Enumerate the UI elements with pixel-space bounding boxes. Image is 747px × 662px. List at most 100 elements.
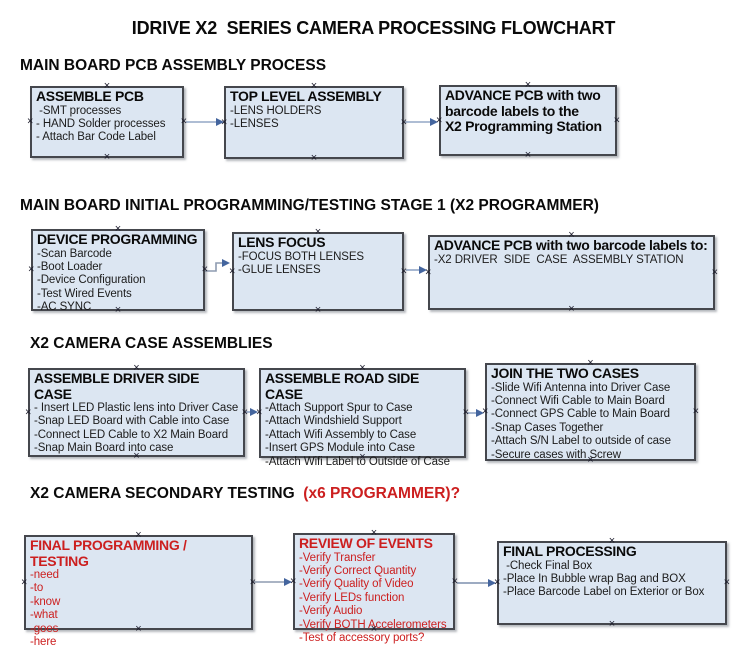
section-header-x2-camera-case-assemblies: X2 CAMERA CASE ASSEMBLIES: [30, 335, 273, 353]
connection-handle-icon[interactable]: ×: [568, 303, 575, 315]
box-title: ASSEMBLE PCB: [36, 88, 144, 104]
section-header-main-board-pcb-assembly-process: MAIN BOARD PCB ASSEMBLY PROCESS: [20, 57, 326, 75]
box-title: FINAL PROCESSING: [503, 543, 637, 559]
box-item: - HAND Solder processes: [36, 117, 166, 130]
connection-handle-icon[interactable]: ×: [692, 405, 699, 418]
connection-handle-icon[interactable]: ×: [103, 151, 111, 163]
flow-box-advance-pcb-with-two[interactable]: ADVANCE PCB with two barcode labels to t…: [436, 80, 620, 161]
box-title: LENS FOCUS: [238, 234, 326, 250]
box-item: -X2 DRIVER SIDE CASE ASSEMBLY STATION: [434, 253, 684, 266]
connection-handle-icon[interactable]: ×: [436, 114, 443, 126]
connection-handle-icon[interactable]: ×: [482, 405, 489, 418]
flow-connector: [205, 259, 230, 272]
connection-handle-icon[interactable]: ×: [290, 575, 297, 587]
flow-box-assemble-pcb[interactable]: ASSEMBLE PCB -SMT processes- HAND Solder…: [27, 81, 187, 163]
box-item: -Insert GPS Module into Case: [265, 442, 415, 455]
flow-box-lens-focus[interactable]: LENS FOCUS-FOCUS BOTH LENSES-GLUE LENSES…: [229, 227, 407, 316]
box-item: -Connect GPS Cable to Main Board: [491, 408, 670, 421]
box-item: -Place In Bubble wrap Bag and BOX: [503, 572, 686, 585]
connection-handle-icon[interactable]: ×: [425, 266, 432, 278]
flow-connector: [405, 118, 438, 126]
box-item: -what: [30, 609, 58, 622]
box-title: REVIEW OF EVENTS: [299, 535, 433, 551]
connection-handle-icon[interactable]: ×: [249, 576, 256, 588]
section-header-main-board-initial-programming-testing-s: MAIN BOARD INITIAL PROGRAMMING/TESTING S…: [20, 197, 599, 215]
connection-handle-icon[interactable]: ×: [608, 618, 616, 630]
box-item: -Snap Main Board into case: [34, 442, 174, 455]
box-item: -Connect LED Cable to X2 Main Board: [34, 428, 229, 441]
connection-handle-icon[interactable]: ×: [524, 149, 532, 161]
box-item: -Verify Correct Quantity: [299, 564, 417, 577]
box-item: -AC SYNC: [37, 301, 92, 314]
box-item: -Verify LEDs function: [299, 591, 405, 604]
connection-handle-icon[interactable]: ×: [462, 406, 469, 419]
box-item: -Test Wired Events: [37, 287, 132, 300]
flow-connector: [457, 579, 496, 587]
box-item: -Attach Wifi Assembly to Case: [265, 428, 417, 441]
flow-box-device-programming[interactable]: DEVICE PROGRAMMING-Scan Barcode-Boot Loa…: [28, 224, 208, 316]
connection-handle-icon[interactable]: ×: [241, 406, 248, 418]
flow-box-final-processing[interactable]: FINAL PROCESSING -Check Final Box-Place …: [494, 536, 730, 630]
flow-box-assemble-driver-side-case[interactable]: ASSEMBLE DRIVER SIDE CASE- Insert LED Pl…: [25, 363, 248, 462]
box-item: -goes: [30, 622, 59, 635]
box-item: -Scan Barcode: [37, 247, 112, 260]
connection-handle-icon[interactable]: ×: [180, 115, 187, 128]
connection-handle-icon[interactable]: ×: [400, 116, 407, 128]
connection-handle-icon[interactable]: ×: [494, 576, 501, 589]
box-item: -need: [30, 569, 59, 581]
connection-handle-icon[interactable]: ×: [451, 575, 458, 587]
connection-handle-icon[interactable]: ×: [201, 263, 208, 276]
connection-handle-icon[interactable]: ×: [27, 115, 34, 128]
section-header-text: X2 CAMERA SECONDARY TESTING: [30, 485, 299, 502]
box-item: -Device Configuration: [37, 274, 146, 287]
flow-box-advance-pcb-with-two-barcode-labels-to[interactable]: ADVANCE PCB with two barcode labels to:-…: [425, 230, 718, 315]
connection-handle-icon[interactable]: ×: [21, 576, 28, 588]
connection-handle-icon[interactable]: ×: [314, 304, 322, 316]
box-item: - Insert LED Plastic lens into Driver Ca…: [34, 402, 239, 414]
flow-box-join-the-two-cases[interactable]: JOIN THE TWO CASES-Slide Wifi Antenna in…: [482, 358, 699, 466]
connection-handle-icon[interactable]: ×: [25, 406, 32, 418]
arrowhead-icon: [216, 118, 224, 126]
flow-connector: [246, 408, 258, 416]
section-header-x2-camera-secondary-testing: X2 CAMERA SECONDARY TESTING (x6 PROGRAMM…: [30, 485, 460, 503]
flow-box-assemble-road-side-case[interactable]: ASSEMBLE ROAD SIDE CASE-Attach Support S…: [256, 363, 469, 468]
arrowhead-icon: [284, 578, 292, 586]
arrowhead-icon: [250, 408, 258, 416]
flow-box-review-of-events[interactable]: REVIEW OF EVENTS-Verify Transfer-Verify …: [290, 528, 458, 644]
box-item: -Snap Cases Together: [491, 421, 604, 434]
flow-connector: [406, 266, 427, 274]
box-title: JOIN THE TWO CASES: [491, 365, 639, 381]
box-item: -Test of accessory ports?: [299, 631, 425, 644]
box-item: -Attach S/N Label to outside of case: [491, 435, 671, 448]
connection-handle-icon[interactable]: ×: [229, 265, 236, 277]
connection-handle-icon[interactable]: ×: [221, 116, 228, 128]
box-item: -Verify Audio: [299, 605, 363, 618]
connection-handle-icon[interactable]: ×: [28, 263, 35, 276]
box-title: ASSEMBLE DRIVER SIDE CASE: [34, 370, 200, 402]
box-item: -GLUE LENSES: [238, 263, 321, 276]
flow-box-top-level-assembly[interactable]: TOP LEVEL ASSEMBLY-LENS HOLDERS-LENSES××…: [221, 81, 407, 164]
box-item: -Secure cases with Screw: [491, 448, 621, 461]
box-item: -Snap LED Board with Cable into Case: [34, 415, 230, 428]
connection-handle-icon[interactable]: ×: [711, 266, 718, 278]
box-item: -Check Final Box: [503, 559, 593, 572]
connection-handle-icon[interactable]: ×: [310, 152, 318, 164]
connection-handle-icon[interactable]: ×: [256, 406, 263, 419]
arrowhead-icon: [222, 259, 230, 267]
box-item: -Attach Wifi Label to Outside of Case: [265, 455, 450, 468]
flow-connector: [186, 118, 224, 126]
box-title: TOP LEVEL ASSEMBLY: [230, 88, 382, 104]
box-item: -Connect Wifi Cable to Main Board: [491, 394, 665, 407]
box-item: -to: [30, 582, 44, 595]
box-title: ASSEMBLE ROAD SIDE CASE: [265, 370, 420, 402]
connection-handle-icon[interactable]: ×: [613, 114, 620, 126]
box-item: -LENSES: [230, 117, 279, 130]
box-item: -Attach Support Spur to Case: [265, 402, 413, 414]
box-item: -here: [30, 636, 57, 649]
connection-handle-icon[interactable]: ×: [723, 576, 730, 589]
flow-box-final-programming-testing[interactable]: FINAL PROGRAMMING / TESTING-need-to-know…: [21, 530, 256, 649]
box-item: -Verify BOTH Accelerometers: [299, 618, 447, 631]
connection-handle-icon[interactable]: ×: [400, 265, 407, 277]
box-item: -FOCUS BOTH LENSES: [238, 250, 364, 263]
